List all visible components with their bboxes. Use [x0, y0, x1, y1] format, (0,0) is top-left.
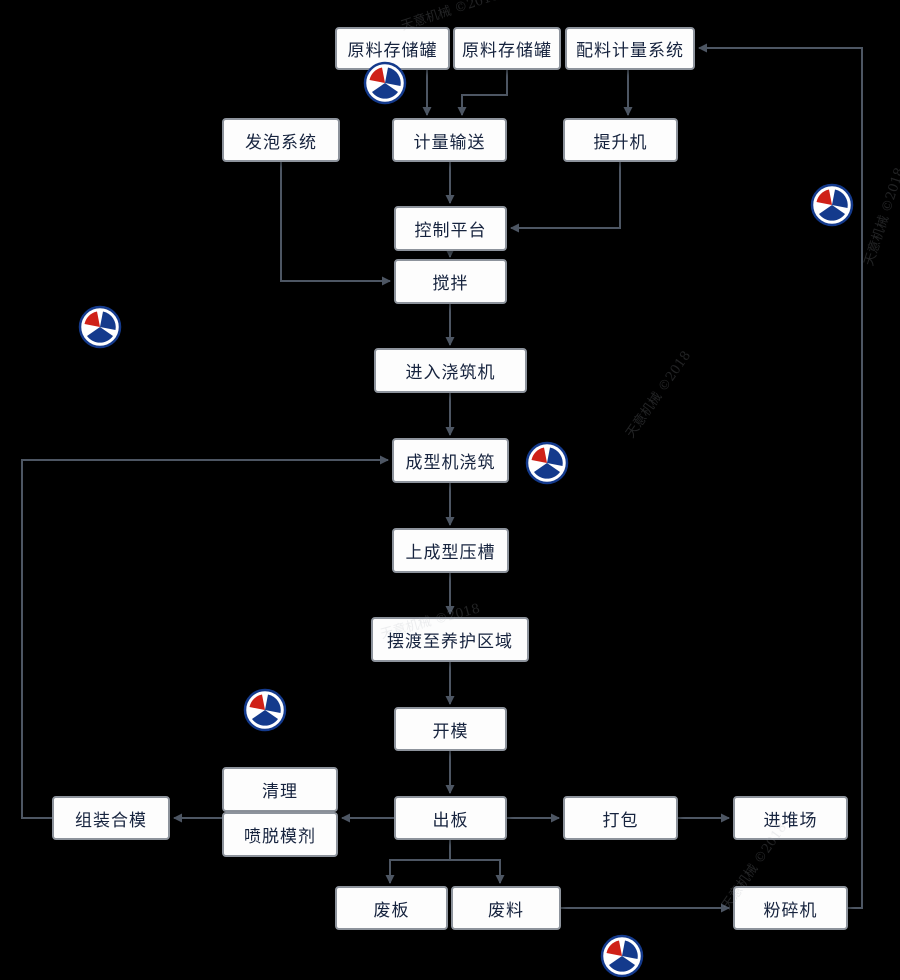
node-waste-material: 废料 [451, 886, 561, 930]
node-label: 配料计量系统 [576, 41, 684, 61]
node-waste-board: 废板 [335, 886, 448, 930]
node-label: 清理 [262, 782, 298, 802]
node-label: 提升机 [593, 132, 648, 153]
node-open-mold: 开模 [394, 707, 507, 751]
node-crusher: 粉碎机 [733, 886, 848, 930]
tianyi-logo-icon [363, 61, 407, 105]
node-label: 成型机浇筑 [405, 453, 496, 473]
node-label: 开模 [432, 721, 469, 742]
node-out-board: 出板 [394, 796, 507, 840]
node-label: 废板 [373, 900, 410, 921]
node-label: 组装合模 [75, 810, 147, 831]
node-batching-metering-system: 配料计量系统 [565, 27, 695, 70]
node-label: 喷脱模剂 [244, 827, 316, 847]
node-label: 计量输送 [413, 132, 486, 153]
node-packing: 打包 [563, 796, 678, 840]
node-label: 出板 [432, 810, 469, 831]
node-hoist: 提升机 [563, 118, 678, 162]
node-label: 原料存储罐 [347, 41, 438, 61]
tianyi-logo-icon [243, 688, 287, 732]
node-label: 摆渡至养护区域 [387, 632, 513, 652]
tianyi-logo-icon [78, 305, 122, 349]
node-foaming-system: 发泡系统 [222, 118, 340, 162]
node-label: 打包 [602, 810, 639, 831]
node-stirring: 搅拌 [394, 259, 507, 304]
flowchart-canvas: 原料存储罐 原料存储罐 配料计量系统 发泡系统 计量输送 提升机 控制平台 搅拌… [21, 0, 900, 978]
node-control-platform: 控制平台 [394, 206, 507, 251]
node-label: 粉碎机 [763, 900, 818, 921]
node-label: 搅拌 [432, 274, 469, 294]
node-forming-machine-casting: 成型机浇筑 [392, 438, 509, 483]
node-spray-release-agent: 喷脱模剂 [222, 812, 338, 857]
node-raw-storage-tank-1: 原料存储罐 [335, 27, 450, 70]
node-assemble-close-mold: 组装合模 [52, 796, 170, 840]
node-label: 废料 [488, 900, 524, 921]
node-forming-press-groove: 上成型压槽 [392, 528, 509, 573]
node-enter-casting-machine: 进入浇筑机 [374, 348, 527, 393]
node-label: 进入浇筑机 [405, 363, 496, 383]
node-ferry-to-curing-area: 摆渡至养护区域 [371, 617, 529, 662]
node-label: 发泡系统 [245, 132, 317, 153]
tianyi-logo-icon [525, 441, 569, 485]
tianyi-logo-icon [600, 934, 644, 978]
node-raw-storage-tank-2: 原料存储罐 [453, 27, 561, 70]
node-cleaning: 清理 [222, 767, 338, 812]
node-label: 上成型压槽 [405, 543, 496, 563]
flow-arrows [21, 43, 863, 913]
node-label: 控制平台 [414, 221, 487, 241]
tianyi-logo-icon [810, 183, 854, 227]
node-storage-yard: 进堆场 [733, 796, 848, 840]
node-metering-conveying: 计量输送 [392, 118, 507, 162]
node-label: 原料存储罐 [462, 41, 552, 61]
node-label: 进堆场 [763, 810, 818, 831]
